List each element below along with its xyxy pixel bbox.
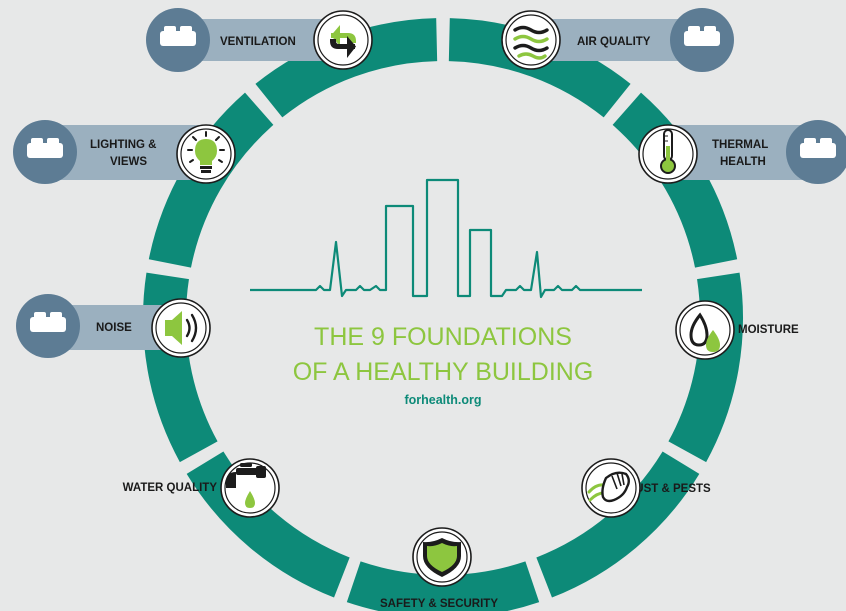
center-title-line1: THE 9 FOUNDATIONS xyxy=(314,323,572,351)
foundation-label: THERMAL xyxy=(712,139,768,151)
center-url: forhealth.org xyxy=(404,393,481,407)
ventilation-arrows-icon xyxy=(330,25,356,58)
air-waves-icon xyxy=(513,25,549,60)
foundation-label: WATER QUALITY xyxy=(123,482,218,494)
foundation-noise: NOISE xyxy=(16,294,211,358)
foundation-label-line2: VIEWS xyxy=(110,156,147,168)
label-tab xyxy=(40,125,206,180)
foundation-label: AIR QUALITY xyxy=(577,36,651,48)
foundation-ventilation: VENTILATION xyxy=(146,8,373,72)
skyline-heartbeat-line xyxy=(250,178,642,299)
light-bulb-icon xyxy=(187,131,225,173)
foundation-label: MOISTURE xyxy=(738,324,799,336)
foundation-label-line2: HEALTH xyxy=(720,156,766,168)
foundation-water-quality: WATER QUALITY xyxy=(123,458,280,518)
foundation-safety-security: SAFETY & SECURITY xyxy=(380,527,498,610)
cleaning-glove-icon xyxy=(587,471,630,503)
foundation-label: NOISE xyxy=(96,322,132,334)
foundation-label: DUST & PESTS xyxy=(627,483,711,495)
foundation-moisture: MOISTURE xyxy=(675,300,799,360)
thermometer-icon xyxy=(660,129,676,174)
bed-icon xyxy=(13,120,77,184)
foundation-label: LIGHTING & xyxy=(90,139,156,151)
foundation-label: VENTILATION xyxy=(220,36,296,48)
foundations-ring xyxy=(142,18,743,611)
foundation-thermal-health: THERMAL HEALTH xyxy=(638,120,846,184)
foundation-air-quality: AIR QUALITY xyxy=(501,8,734,72)
label-tab xyxy=(531,19,690,61)
foundation-lighting-views: LIGHTING & VIEWS xyxy=(13,120,236,184)
bed-icon xyxy=(146,8,210,72)
speaker-icon xyxy=(165,311,198,345)
bed-icon xyxy=(16,294,80,358)
ring-segment xyxy=(536,451,700,598)
label-tab xyxy=(668,125,815,180)
bed-icon xyxy=(670,8,734,72)
faucet-icon xyxy=(226,463,266,508)
foundation-dust-pests: DUST & PESTS xyxy=(581,458,711,518)
shield-icon xyxy=(423,538,461,577)
foundation-label: SAFETY & SECURITY xyxy=(380,598,498,610)
water-drops-icon xyxy=(689,312,720,352)
bed-icon xyxy=(786,120,846,184)
center-title-line2: OF A HEALTHY BUILDING xyxy=(293,358,594,386)
label-tab xyxy=(180,19,343,61)
